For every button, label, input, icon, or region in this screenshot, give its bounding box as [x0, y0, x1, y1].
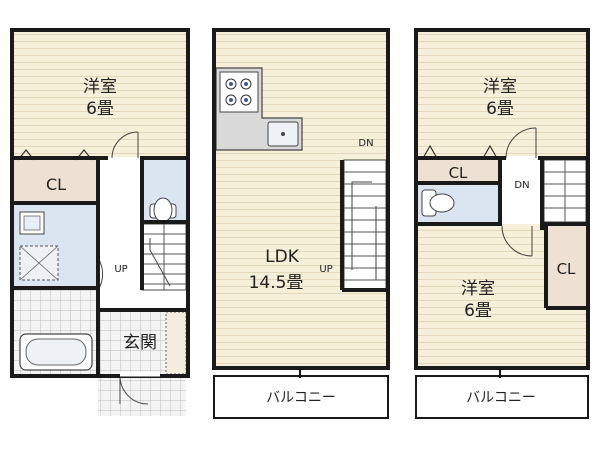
floor3-toilet [429, 193, 455, 213]
floor3-room1-size: 6畳 [486, 99, 514, 119]
floor1-room-size: 6畳 [86, 99, 114, 119]
floor3-bedroom-2 [418, 224, 546, 366]
floor1-porch [98, 376, 186, 416]
floor3-closet1-label: CL [449, 164, 468, 182]
floor1-room-label: 洋室 [83, 77, 117, 97]
floor3-hallway [502, 160, 542, 222]
floor2-ldk-size: 14.5畳 [249, 273, 304, 293]
floor2-ldk-label: LDK [265, 247, 300, 267]
floor3-room1-label: 洋室 [483, 77, 517, 97]
floor1-hallway [100, 160, 142, 310]
floor1-stair-label: UP [114, 264, 127, 275]
floor1-closet-label: CL [46, 175, 66, 194]
floor1-entrance-label: 玄関 [123, 333, 157, 353]
floor3-balcony-label: バルコニー [466, 390, 536, 406]
floor3-room2-size: 6畳 [464, 301, 492, 321]
floor1-shoe-cabinet [165, 311, 187, 375]
floor3-stair-down-label: DN [514, 180, 529, 191]
floor1-bedroom [14, 32, 186, 157]
floor-1: 洋室 6畳 CL UP 玄関 [10, 28, 190, 416]
floor3-bedroom-1 [418, 32, 586, 156]
floor1-toilet [153, 197, 173, 223]
floor2-stair-down-label: DN [358, 138, 373, 149]
floor3-room2-label: 洋室 [461, 279, 495, 299]
floor2-stair-up-label: UP [319, 264, 332, 275]
floor2-stairs [343, 159, 387, 291]
floor3-balcony [418, 378, 586, 416]
floor2-balcony-label: バルコニー [266, 390, 336, 406]
floor2-balcony [216, 378, 386, 416]
floor3-closet-1 [418, 160, 500, 182]
floor3-closet2-label: CL [557, 260, 576, 278]
floor-2: LDK 14.5畳 UP DN バルコニー [212, 28, 390, 419]
floor3-closet-2 [546, 226, 586, 308]
floor-3: 洋室 6畳 CL DN 洋室 6畳 CL バルコニー [414, 28, 590, 419]
floor1-closet [14, 160, 98, 202]
